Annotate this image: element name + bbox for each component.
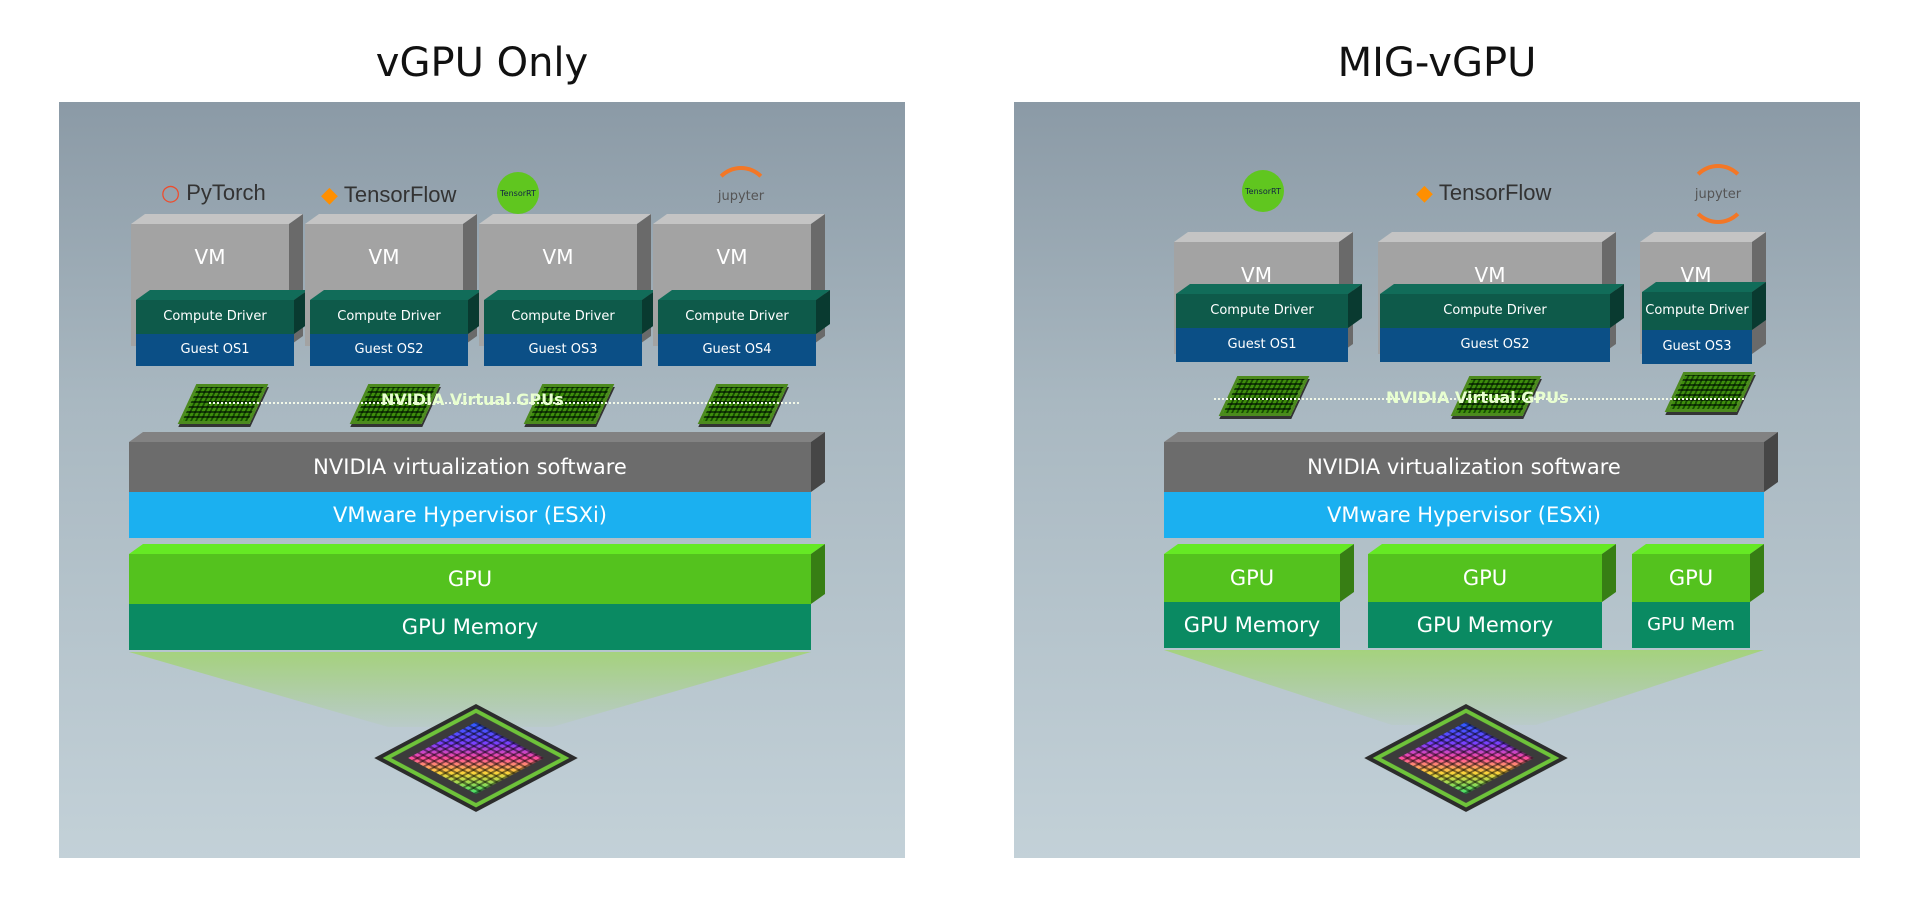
gpu-memory-slice-2: GPU Memory [1368,602,1602,648]
guest-os-3: Guest OS3 [1642,330,1752,364]
compute-driver-label: Compute Driver [163,308,267,324]
compute-driver-1: Compute Driver [1176,294,1348,328]
virtual-gpus-label: NVIDIA Virtual GPUs [1386,388,1569,407]
vm-label: VM [716,245,748,269]
guest-os-4: Guest OS4 [658,334,816,366]
tensorrt-logo: TensorRT [1218,170,1308,212]
virtual-gpu-chip-3 [1664,372,1756,412]
compute-driver-2: Compute Driver [310,300,468,334]
guest-os-label: Guest OS4 [702,341,772,357]
gpu-slice-3: GPU [1632,554,1750,602]
panel-title-mig-vgpu: MIG-vGPU [1337,40,1537,86]
vm-label: VM [542,245,574,269]
vm-label: VM [1680,263,1712,287]
tensorrt-logo: TensorRT [473,172,563,214]
jupyter-icon: jupyter [1688,164,1748,224]
tensorrt-logo-text: TensorRT [500,188,536,198]
compute-driver-4: Compute Driver [658,300,816,334]
gpu-layer: GPU [129,554,811,604]
guest-os-label: Guest OS3 [1662,338,1732,354]
pytorch-flame-icon: ○ [161,180,181,206]
pytorch-logo-text: PyTorch [186,180,266,205]
jupyter-logo-text: jupyter [717,188,765,204]
tensorflow-logo: ◆ TensorFlow [1416,180,1551,206]
vm-label: VM [368,245,400,269]
guest-os-2: Guest OS2 [310,334,468,366]
compute-driver-label: Compute Driver [1210,302,1314,318]
virtual-gpus-label: NVIDIA Virtual GPUs [381,390,564,409]
gpu-slice-2: GPU [1368,554,1602,602]
vm-label: VM [194,245,226,269]
gpu-memory-layer: GPU Memory [129,604,811,650]
tensorflow-logo-text: TensorFlow [343,182,457,207]
hypervisor-label: VMware Hypervisor (ESXi) [333,502,607,527]
gpu-label: GPU [447,566,493,591]
gpu-label: GPU [1229,565,1275,590]
tensorrt-icon: TensorRT [473,172,563,214]
guest-os-label: Guest OS2 [354,341,424,357]
compute-driver-label: Compute Driver [1443,302,1547,318]
gpu-memory-slice-1: GPU Memory [1164,602,1340,648]
guest-os-1: Guest OS1 [136,334,294,366]
compute-driver-label: Compute Driver [337,308,441,324]
tensorflow-logo: ◆ TensorFlow [321,182,456,208]
compute-driver-2: Compute Driver [1380,294,1610,328]
vgpu-only-diagram: ○ PyTorch ◆ TensorFlow TensorRT jupyter … [59,102,905,858]
compute-driver-label: Compute Driver [511,308,615,324]
guest-os-3: Guest OS3 [484,334,642,366]
guest-os-label: Guest OS2 [1460,336,1530,352]
gpu-memory-label: GPU Mem [1647,613,1735,635]
virtualization-software-label: NVIDIA virtualization software [313,454,627,479]
guest-os-label: Guest OS1 [180,341,250,357]
guest-os-label: Guest OS3 [528,341,598,357]
gpu-label: GPU [1668,565,1714,590]
virtualization-software-layer: NVIDIA virtualization software [1164,442,1764,492]
compute-driver-1: Compute Driver [136,300,294,334]
hypervisor-label: VMware Hypervisor (ESXi) [1327,502,1601,527]
guest-os-label: Guest OS1 [1227,336,1297,352]
compute-driver-label: Compute Driver [685,308,789,324]
guest-os-2: Guest OS2 [1380,328,1610,362]
hypervisor-layer: VMware Hypervisor (ESXi) [1164,492,1764,538]
tensorrt-logo-text: TensorRT [1245,186,1281,196]
compute-driver-3: Compute Driver [484,300,642,334]
panel-title-vgpu-only: vGPU Only [375,40,589,86]
virtualization-software-label: NVIDIA virtualization software [1307,454,1621,479]
jupyter-logo-text: jupyter [1694,186,1742,202]
virtual-gpu-dotted-line [1214,398,1744,400]
gpu-label: GPU [1462,565,1508,590]
tensorflow-logo-text: TensorFlow [1438,180,1552,205]
compute-driver-label: Compute Driver [1645,302,1749,318]
virtual-gpu-chip-1 [1218,376,1310,416]
jupyter-logo: jupyter [1688,164,1748,224]
virtualization-software-layer: NVIDIA virtualization software [129,442,811,492]
tensorflow-icon: ◆ [321,182,338,208]
vm-label: VM [1474,263,1506,287]
virtual-gpu-chip-1 [177,384,269,424]
gpu-memory-label: GPU Memory [401,614,539,639]
vm-label: VM [1241,263,1272,287]
mig-vgpu-diagram: TensorRT ◆ TensorFlow jupyter VM Compute… [1014,102,1860,858]
hypervisor-layer: VMware Hypervisor (ESXi) [129,492,811,538]
compute-driver-3: Compute Driver [1642,292,1752,330]
gpu-slice-1: GPU [1164,554,1340,602]
virtual-gpu-chip-4 [697,384,789,424]
virtual-gpu-dotted-line [209,402,799,404]
tensorflow-icon: ◆ [1416,180,1433,206]
tensorrt-icon: TensorRT [1218,170,1308,212]
gpu-memory-slice-3: GPU Mem [1632,602,1750,648]
gpu-memory-label: GPU Memory [1183,612,1321,637]
pytorch-logo: ○ PyTorch [161,180,266,206]
gpu-memory-label: GPU Memory [1416,612,1554,637]
guest-os-1: Guest OS1 [1176,328,1348,362]
